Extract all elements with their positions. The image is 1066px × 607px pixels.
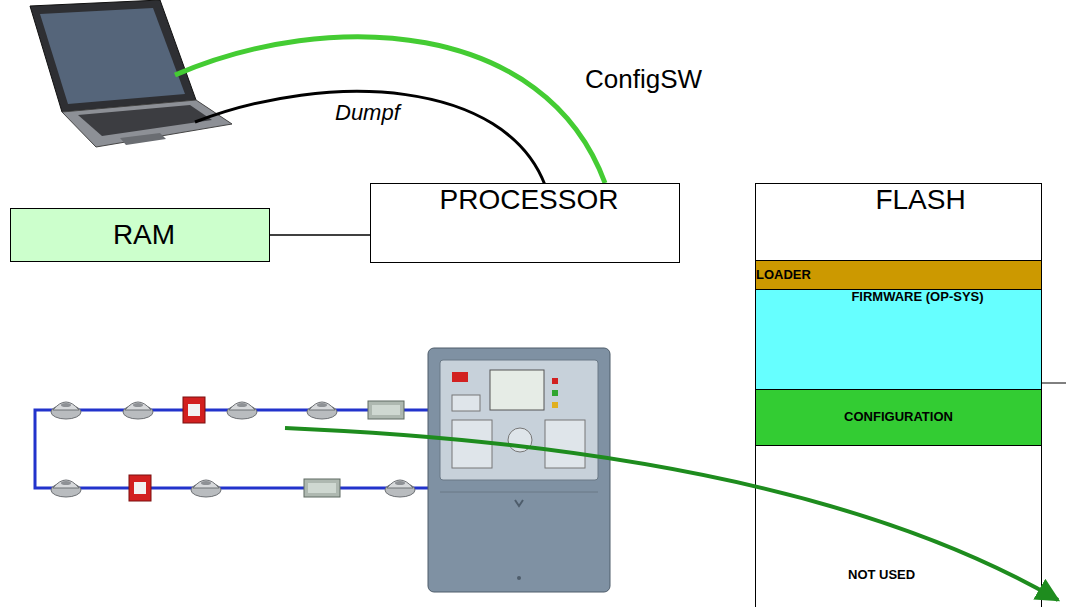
memory-block: FIRMWARE (OP-SYS) xyxy=(755,289,1042,390)
cable-label: Dumpf xyxy=(332,100,403,126)
bus-line xyxy=(270,234,370,236)
data-flow-arrow xyxy=(285,428,1058,600)
block-label: NOT USED xyxy=(848,568,915,583)
detector-loop xyxy=(35,410,432,488)
block-label: RAM xyxy=(113,219,175,251)
cable-label: ConfigSW xyxy=(582,64,705,95)
memory-block: FLASH xyxy=(755,183,1042,261)
block-label: FLASH xyxy=(875,184,965,216)
loop-devices xyxy=(51,397,415,501)
block-label: CONFIGURATION xyxy=(844,410,953,425)
memory-block: CONFIGURATION xyxy=(755,389,1042,446)
laptop-illustration xyxy=(30,0,232,147)
block-label: LOADER xyxy=(756,268,811,283)
dumpf-cable xyxy=(195,91,545,185)
memory-block: LOADER xyxy=(755,260,1042,290)
configsw-cable xyxy=(175,37,605,183)
memory-block: PROCESSOR xyxy=(370,183,680,263)
block-label: PROCESSOR xyxy=(440,184,619,216)
memory-block: RAM xyxy=(10,208,270,262)
block-label: FIRMWARE (OP-SYS) xyxy=(851,290,983,305)
memory-block: NOT USED xyxy=(755,445,1042,607)
fire-panel xyxy=(428,348,610,592)
